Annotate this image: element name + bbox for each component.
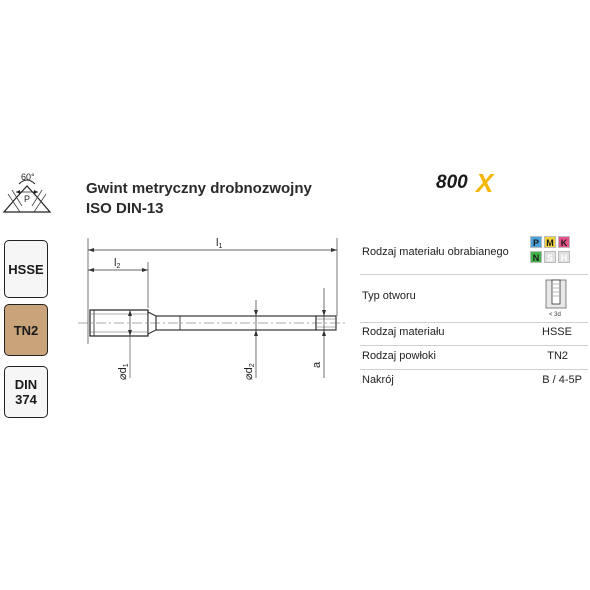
brand-logo-mark: X: [476, 168, 494, 198]
brand-logo-text: 800: [436, 172, 468, 193]
separator: [360, 345, 588, 346]
dim-l2-label: l2: [114, 257, 120, 270]
coating-label: Rodzaj powłoki: [362, 350, 436, 362]
brand-logo: 800 X: [436, 168, 502, 198]
separator: [360, 369, 588, 370]
workpiece-material-row: Rodzaj materiału obrabianego: [358, 238, 590, 268]
material-chip-p: P: [530, 236, 542, 248]
product-title: Gwint metryczny drobnozwojny: [86, 180, 312, 197]
tap-technical-drawing: l1 l2 ⌀d1 ⌀d2 a: [60, 228, 350, 388]
cut-value: B / 4-5P: [542, 374, 582, 386]
dim-l1-label: l1: [216, 237, 222, 250]
standard-badge-line2: 374: [15, 392, 37, 407]
coating-row: Rodzaj powłoki TN2: [358, 350, 590, 368]
material-badge-text: HSSE: [8, 261, 44, 277]
standard-badge: DIN 374: [4, 366, 48, 418]
dim-d2-label: ⌀d2: [243, 363, 256, 380]
blind-hole-icon: < 3d: [544, 278, 568, 318]
material-value: HSSE: [542, 326, 572, 338]
thread-angle-label: 60°: [21, 172, 35, 182]
dim-d1-label: ⌀d1: [117, 363, 130, 380]
coating-badge: TN2: [4, 304, 48, 356]
hole-type-label: Typ otworu: [362, 290, 416, 302]
material-chip-n: N: [530, 251, 542, 263]
hole-type-row: Typ otworu: [358, 280, 590, 320]
cut-label: Nakrój: [362, 374, 394, 386]
cut-row: Nakrój B / 4-5P: [358, 374, 590, 392]
coating-badge-text: TN2: [13, 322, 39, 338]
material-label: Rodzaj materiału: [362, 326, 445, 338]
material-chip-h: H: [558, 251, 570, 263]
coating-value: TN2: [547, 350, 568, 362]
thread-profile-icon: 60° P: [2, 168, 52, 226]
material-badge: HSSE: [4, 240, 48, 298]
separator: [360, 274, 588, 275]
product-subtitle: ISO DIN-13: [86, 200, 164, 217]
workpiece-material-label: Rodzaj materiału obrabianego: [362, 246, 509, 258]
dim-a-label: a: [311, 361, 323, 368]
separator: [360, 322, 588, 323]
material-row: Rodzaj materiału HSSE: [358, 326, 590, 344]
material-chip-s: S: [544, 251, 556, 263]
thread-pitch-label: P: [24, 194, 30, 204]
material-chip-k: K: [558, 236, 570, 248]
material-chip-m: M: [544, 236, 556, 248]
standard-badge-line1: DIN: [14, 377, 38, 392]
hole-note: < 3d: [549, 312, 561, 318]
